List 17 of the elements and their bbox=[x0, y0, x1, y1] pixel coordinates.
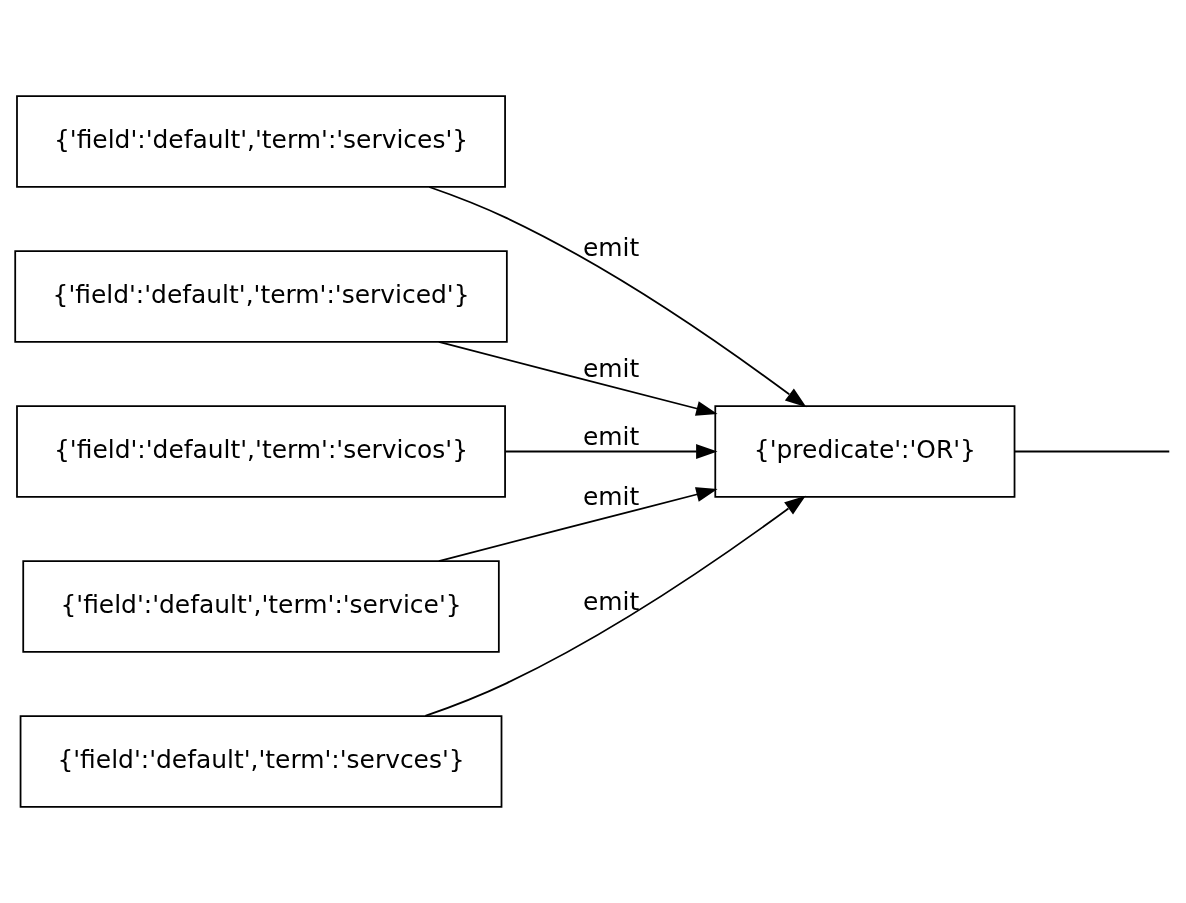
edge-label: emit bbox=[582, 587, 640, 617]
node-box: {'field':'default','term':'services'} bbox=[16, 95, 506, 188]
arrow bbox=[437, 487, 718, 562]
connector bbox=[1013, 450, 1171, 453]
edge-label: emit bbox=[582, 354, 640, 384]
arrow bbox=[428, 186, 807, 408]
node-box: {'field':'default','term':'servicos'} bbox=[16, 405, 506, 498]
edge-label: emit bbox=[582, 232, 640, 262]
edge-label: emit bbox=[582, 421, 640, 451]
arrow bbox=[424, 495, 806, 717]
node-box: {'field':'default','term':'servces'} bbox=[19, 715, 503, 808]
arrow bbox=[437, 341, 718, 416]
edge-label: emit bbox=[582, 482, 640, 512]
node-box: {'field':'default','term':'service'} bbox=[22, 560, 500, 653]
node-box: {'field':'default','term':'serviced'} bbox=[14, 250, 508, 343]
node-box: {'predicate':'OR'} bbox=[714, 405, 1016, 498]
arrow bbox=[504, 444, 718, 459]
